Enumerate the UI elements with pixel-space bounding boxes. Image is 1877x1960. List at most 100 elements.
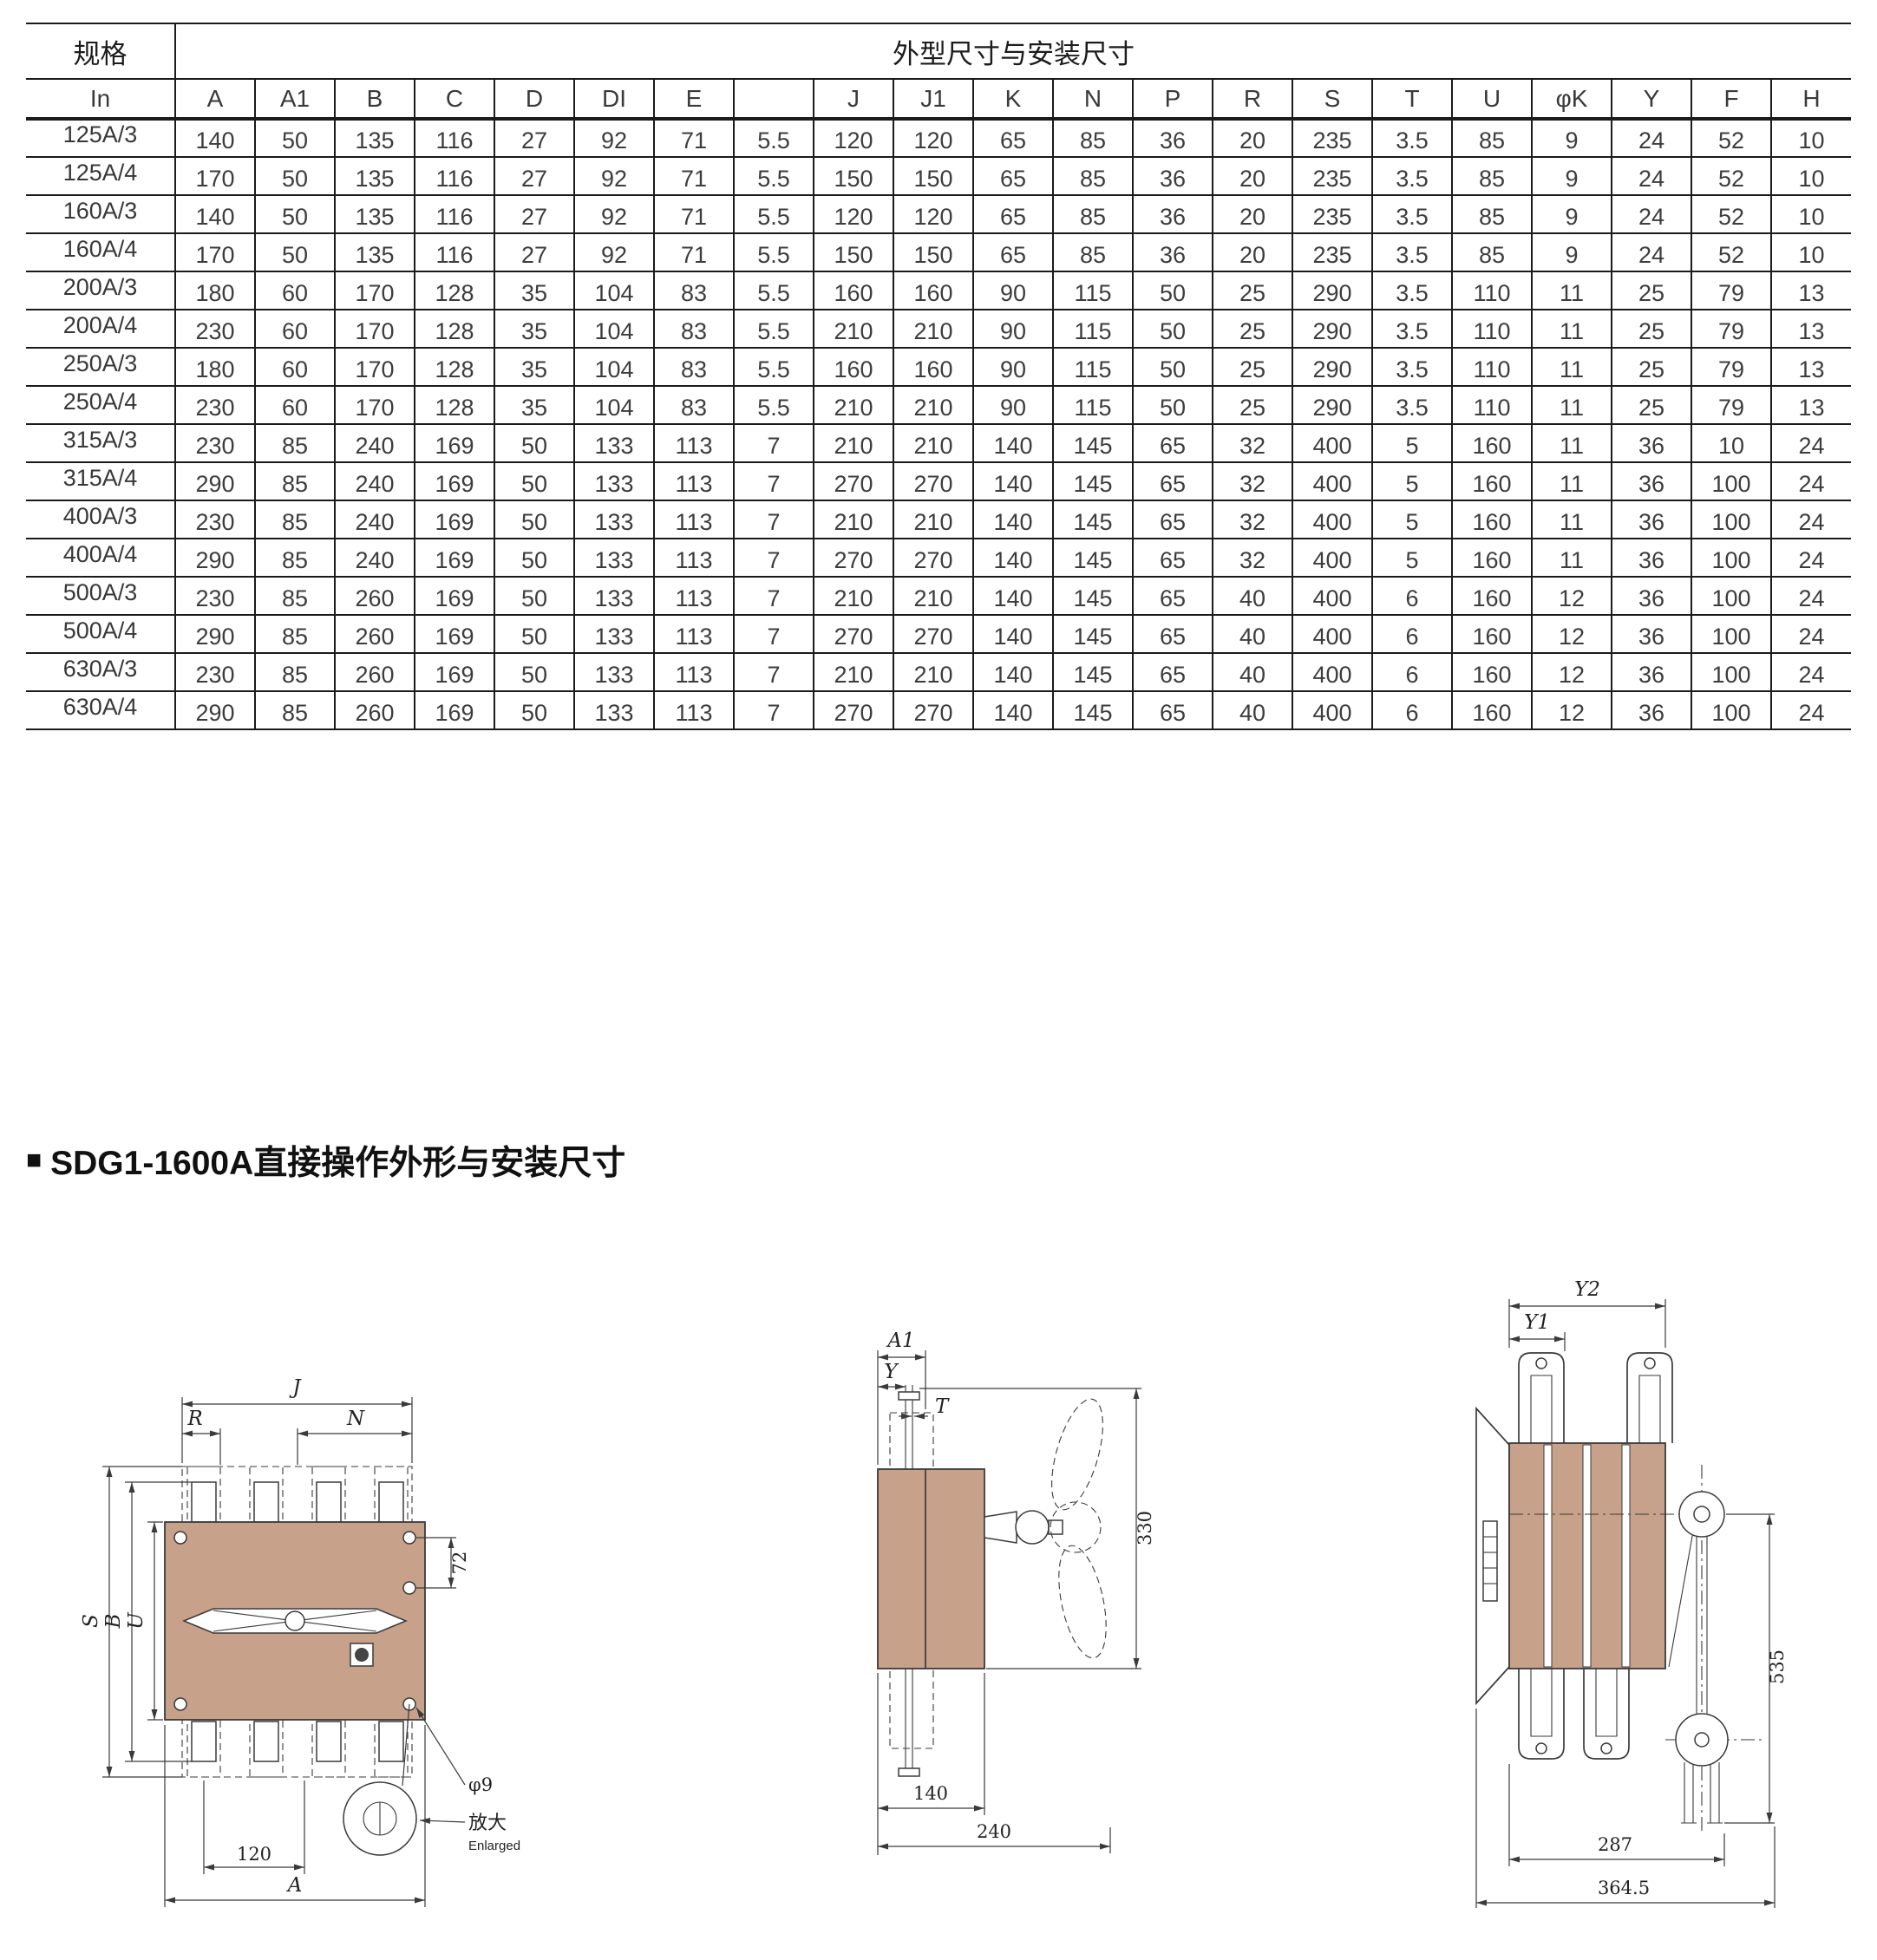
value-cell: 115 [1052,347,1134,387]
value-cell: 113 [653,652,735,692]
value-cell: 400 [1292,461,1373,501]
value-cell: 9 [1531,232,1612,272]
column-header: J [813,78,894,121]
value-cell: 71 [653,232,735,272]
value-cell: 120 [813,118,894,158]
handle-shaft-assembly [1509,1465,1766,1833]
column-header: B [334,78,415,121]
value-cell: 3.5 [1371,271,1453,310]
value-cell: 20 [1212,232,1293,272]
value-cell: 40 [1212,690,1293,730]
value-cell: 92 [573,232,655,272]
value-cell: 85 [1451,194,1533,234]
value-cell: 230 [174,309,256,349]
column-header: K [972,78,1054,121]
value-cell: 85 [254,423,336,463]
value-cell: 145 [1052,538,1134,578]
value-cell: 24 [1770,538,1851,578]
value-cell: 65 [1132,538,1213,578]
value-cell: 235 [1292,194,1373,234]
spec-cell: 400A/4 [26,538,176,578]
value-cell: 400 [1292,500,1373,539]
value-cell: 71 [653,194,735,234]
column-header: D [494,78,575,121]
value-cell: 180 [174,347,256,387]
value-cell: 120 [893,118,974,158]
value-cell: 11 [1531,538,1612,578]
value-cell: 116 [414,232,495,272]
value-cell: 50 [254,232,336,272]
value-cell: 140 [972,423,1054,463]
value-cell: 128 [414,347,495,387]
value-cell: 3.5 [1371,309,1453,349]
value-cell: 160 [1451,576,1533,616]
value-cell: 36 [1132,232,1213,272]
value-cell: 24 [1770,576,1851,616]
value-cell: 85 [1052,194,1134,234]
dim-label-B: B [102,1614,125,1630]
value-cell: 110 [1451,271,1533,310]
phi9-label: φ9 [468,1774,493,1795]
dim-label-240: 240 [977,1821,1011,1842]
value-cell: 133 [573,576,655,616]
value-cell: 35 [494,385,575,425]
column-header: N [1052,78,1134,121]
dim-label-287: 287 [1598,1834,1632,1855]
value-cell: 83 [653,271,735,310]
value-cell: 52 [1691,118,1772,158]
value-cell: 140 [972,500,1054,539]
front-view-drawing: φ9 放大 Enlarged J R N S [80,1376,520,1907]
value-cell: 65 [1132,461,1213,501]
value-cell: 400 [1292,690,1373,730]
spec-cell: 160A/4 [26,232,176,272]
value-cell: 400 [1292,576,1373,616]
value-cell: 24 [1770,423,1851,463]
value-cell: 5 [1371,423,1453,463]
value-cell: 85 [254,652,336,692]
value-cell: 140 [972,576,1054,616]
value-cell: 85 [254,614,336,654]
value-cell: 128 [414,385,495,425]
value-cell: 400 [1292,652,1373,692]
value-cell: 210 [893,423,974,463]
value-cell: 260 [334,614,415,654]
value-cell: 24 [1770,500,1851,539]
value-cell: 210 [893,500,974,539]
value-cell: 145 [1052,423,1134,463]
value-cell: 240 [334,423,415,463]
value-cell: 113 [653,423,735,463]
dim-label-330: 330 [1135,1511,1155,1545]
column-header: U [1451,78,1533,121]
section-title: ■ SDG1-1600A直接操作外形与安装尺寸 [26,1136,1851,1185]
value-cell: 50 [254,118,336,158]
dim-label-72: 72 [449,1552,470,1575]
group-header-row: 规格 外型尺寸与安装尺寸 [26,23,1851,80]
value-cell: 25 [1611,309,1692,349]
value-cell: 24 [1770,690,1851,730]
value-cell: 13 [1770,347,1851,387]
value-cell: 6 [1371,576,1453,616]
side-dimensions: A1 Y T 330 140 240 [877,1330,1155,1855]
value-cell: 85 [1451,118,1533,158]
upper-blade [889,1385,934,1470]
value-cell: 10 [1770,156,1851,196]
value-cell: 180 [174,271,256,310]
value-cell: 270 [813,690,894,730]
value-cell: 270 [813,538,894,578]
value-cell: 240 [334,500,415,539]
value-cell: 32 [1212,423,1293,463]
value-cell: 50 [1132,309,1213,349]
value-cell: 7 [733,576,814,616]
value-cell: 32 [1212,538,1293,578]
value-cell: 160 [1451,652,1533,692]
dim-label-364-5: 364.5 [1598,1878,1650,1898]
value-cell: 128 [414,271,495,310]
value-cell: 35 [494,271,575,310]
value-cell: 140 [972,690,1054,730]
value-cell: 36 [1611,576,1692,616]
spec-cell: 125A/4 [26,156,176,196]
